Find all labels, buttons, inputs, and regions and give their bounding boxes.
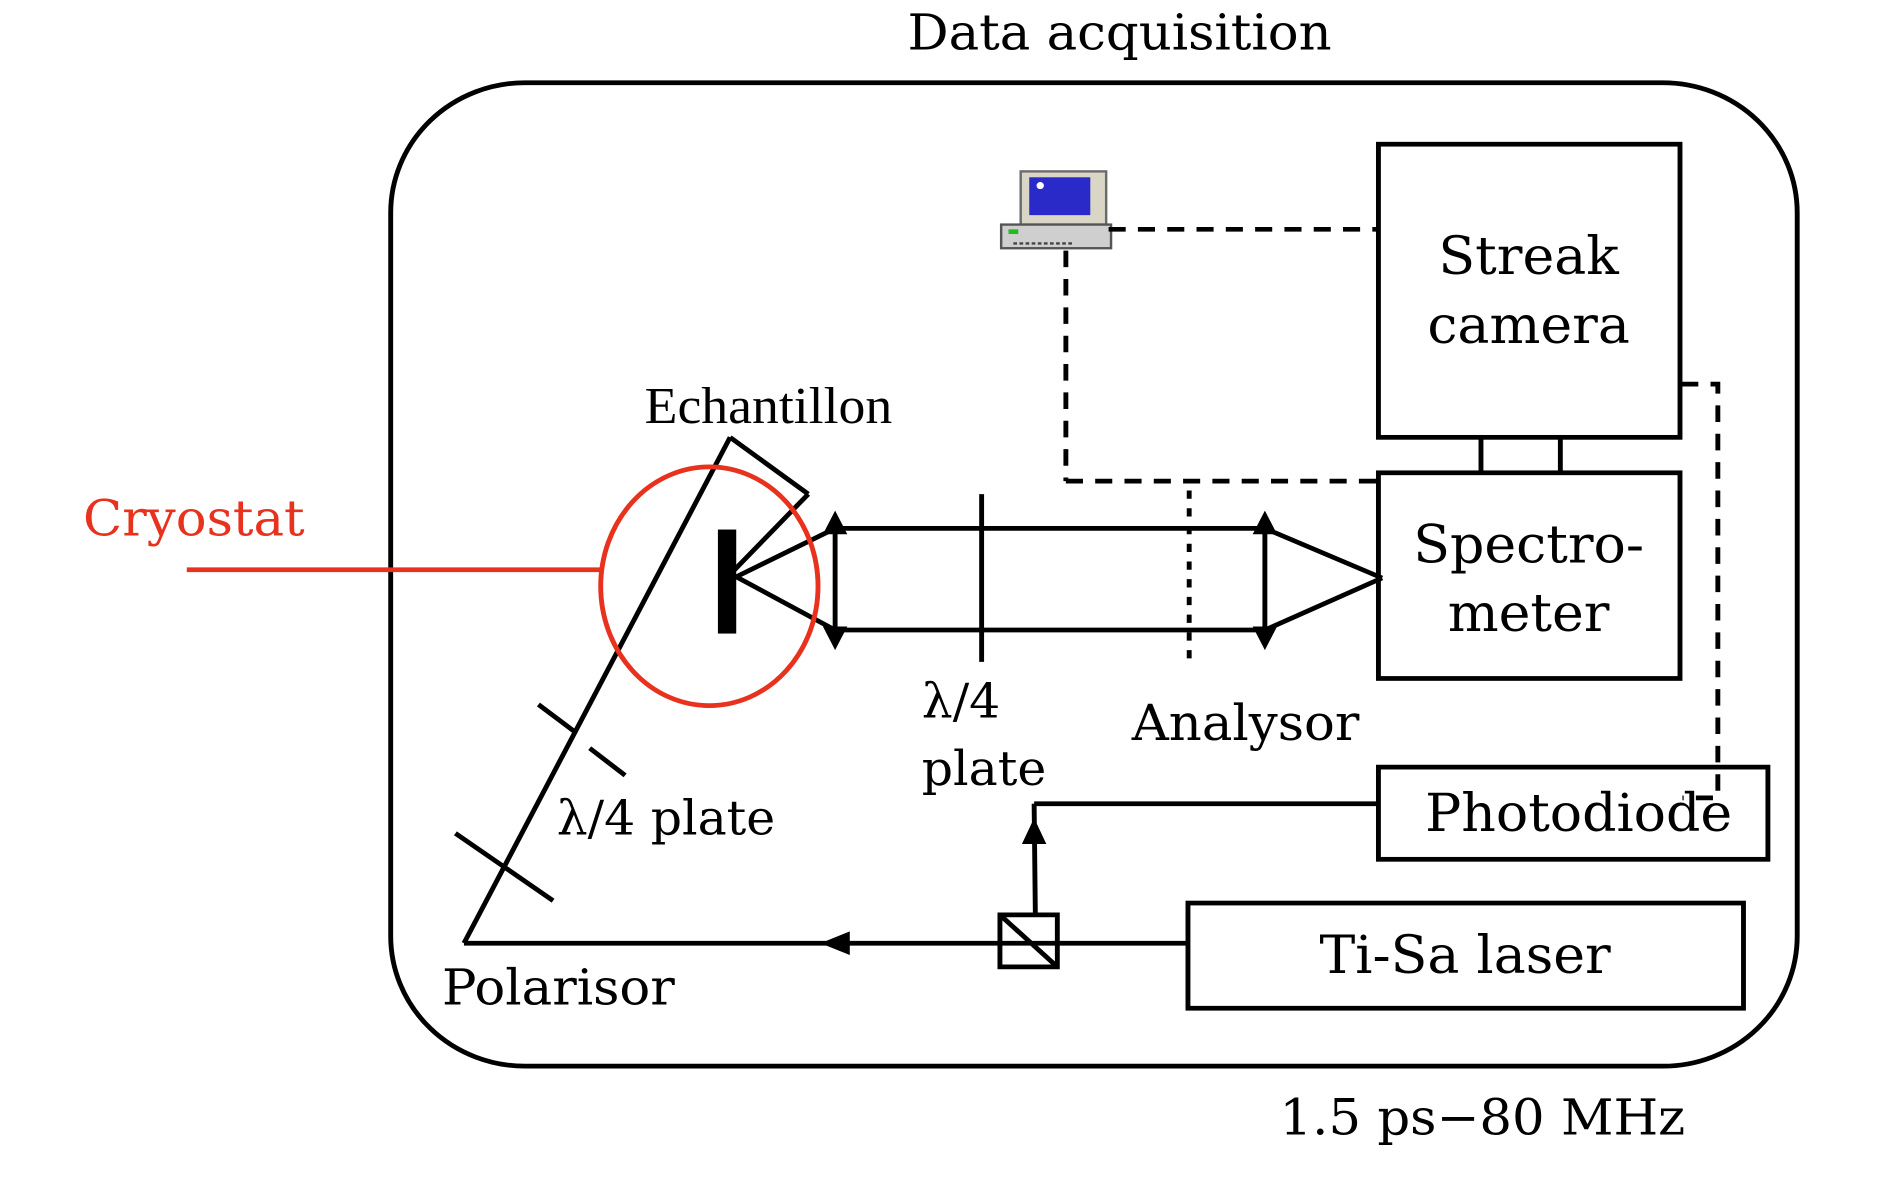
plate-beam-label-1: λ/4 (922, 674, 1000, 729)
analysor-label: Analysor (1131, 694, 1361, 752)
beam-arrow-up (1021, 817, 1047, 844)
sample-label: Echantillon (645, 378, 893, 435)
beam-diagonal (461, 436, 733, 945)
beam-focus-bottom (1263, 575, 1384, 633)
spectrometer-box (1375, 470, 1683, 681)
footer-pulse-spec: 1.5 ps−80 MHz (1280, 1088, 1686, 1146)
sample-holder-top (728, 435, 810, 496)
photodiode-box (1375, 764, 1771, 862)
computer-icon (999, 170, 1113, 250)
lens-2 (1252, 510, 1278, 651)
beam-sample-bottom (735, 574, 837, 633)
laser-box (1185, 900, 1746, 1011)
cryostat-label: Cryostat (83, 489, 305, 547)
polarisor-label: Polarisor (442, 958, 676, 1016)
cryostat-circle (598, 464, 821, 709)
plate-diag-mark-2 (588, 746, 627, 778)
streak-camera-box (1375, 141, 1683, 440)
spectrometer-label-1: Spectro- (1413, 515, 1644, 575)
plate-beam-label-2: plate (922, 742, 1046, 797)
sample (717, 529, 737, 634)
plate-diag-label: λ/4 plate (557, 791, 775, 846)
streak-camera-label-1: Streak (1438, 227, 1619, 287)
plate-diag-mark-1 (536, 702, 578, 735)
spectrometer-label-2: meter (1448, 584, 1610, 644)
enclosure (388, 80, 1800, 1069)
laser-label: Ti-Sa laser (1319, 926, 1611, 986)
dashed-link-streak-photodiode (1681, 381, 1721, 801)
beam-sample-top (735, 526, 837, 579)
photodiode-label: Photodiode (1425, 784, 1732, 844)
beam-arrow-left (820, 931, 850, 956)
streak-camera-label-2: camera (1427, 296, 1630, 356)
beam-focus-top (1263, 526, 1384, 581)
title-data-acquisition: Data acquisition (907, 3, 1331, 61)
beam-splitter (997, 912, 1060, 970)
polarisor-element (453, 831, 555, 903)
sample-holder-in (725, 492, 811, 579)
